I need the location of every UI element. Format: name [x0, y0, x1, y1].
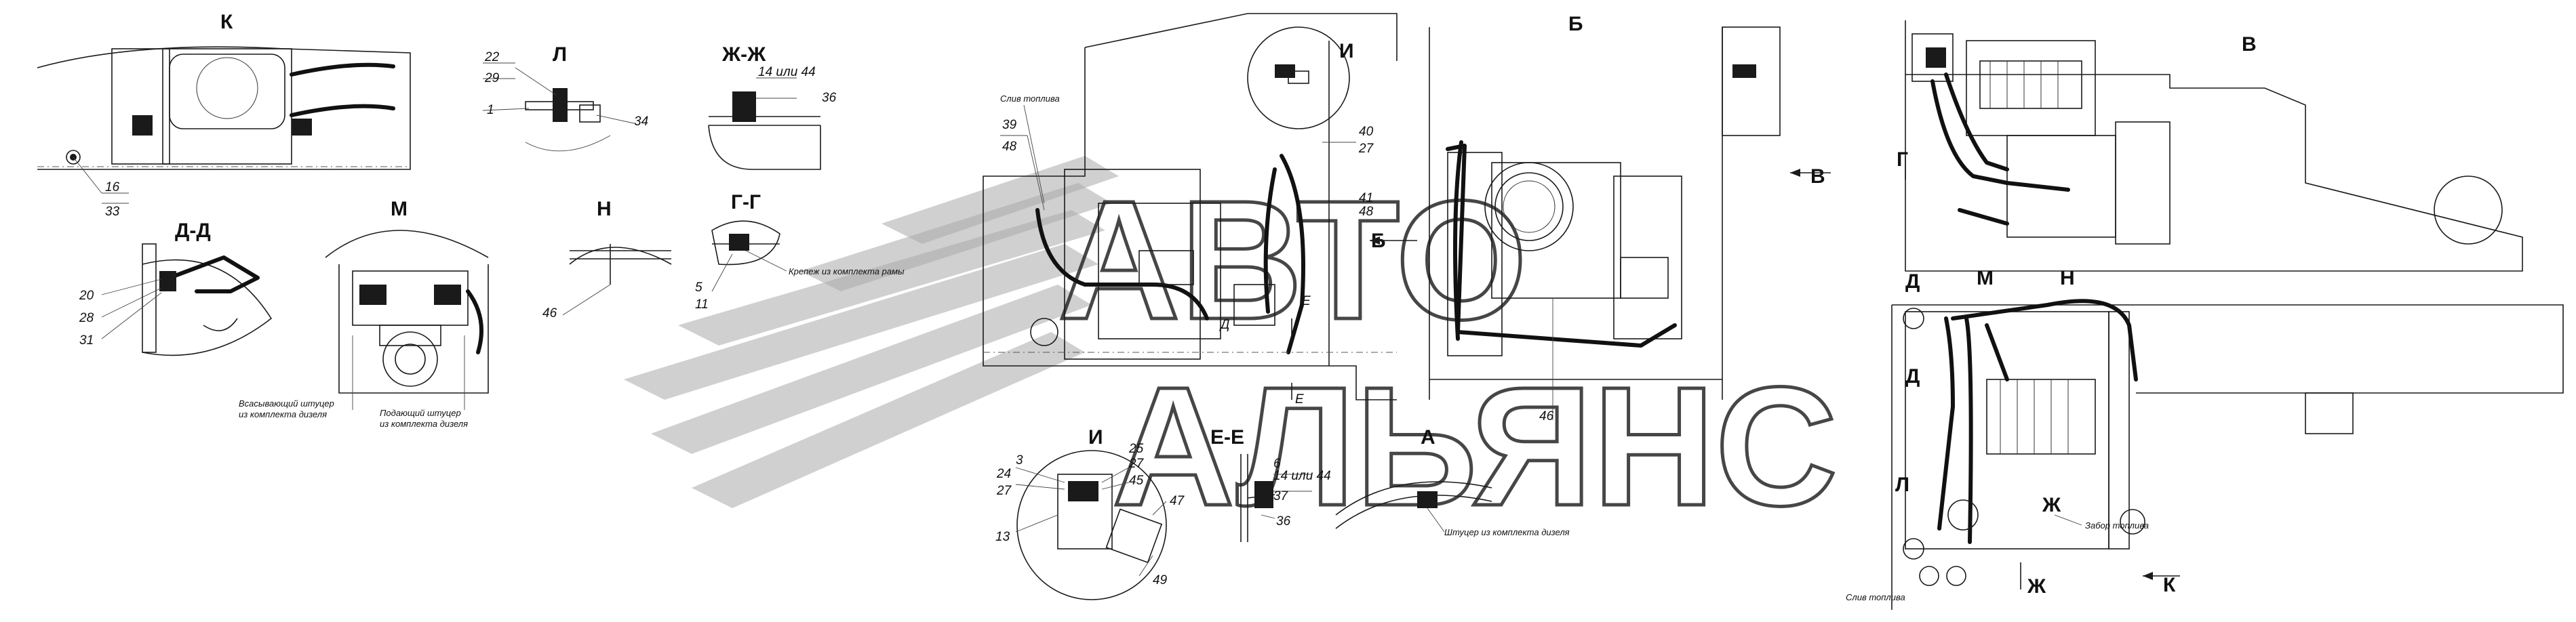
- view-v-title: В: [2242, 33, 2257, 56]
- marker-k: К: [2163, 574, 2176, 596]
- view-b: Б 46 Б В: [1370, 13, 1831, 423]
- marker-d1: Д: [1905, 270, 1920, 293]
- watermark-line1: АВТО: [1058, 165, 1528, 354]
- callout-24: 24: [996, 467, 1011, 481]
- marker-l: Л: [1895, 474, 1909, 496]
- callout-36: 36: [822, 91, 837, 105]
- callout-28: 28: [79, 311, 94, 325]
- callout-1: 1: [487, 103, 494, 117]
- callout-13: 13: [995, 530, 1010, 544]
- callout-48: 48: [1002, 140, 1017, 154]
- view-v: В Г: [1897, 20, 2523, 272]
- marker-dd: Д: [1219, 318, 1229, 332]
- marker-v: В: [1810, 165, 1825, 188]
- callout-25: 25: [1128, 442, 1144, 456]
- callout-11: 11: [695, 297, 709, 312]
- view-m-title: М: [391, 198, 408, 220]
- marker-e2: Е: [1295, 392, 1304, 407]
- callout-41: 41: [1359, 191, 1373, 205]
- marker-n: Н: [2060, 267, 2075, 289]
- view-b-title: Б: [1568, 13, 1583, 35]
- marker-zh2: Ж: [2027, 575, 2046, 598]
- callout-16: 16: [105, 180, 120, 194]
- callout-29: 29: [484, 71, 500, 85]
- caption-fuel-intake: Забор топлива: [2085, 520, 2149, 531]
- callout-14or44-b: 14 или 44: [1273, 469, 1331, 483]
- marker-zh1: Ж: [2042, 494, 2061, 516]
- marker-d2: Д: [1905, 365, 1920, 388]
- view-e-e: Е-Е 6 14 или 44 37 36: [1210, 426, 1331, 542]
- view-a-detail: А Штуцер из комплекта дизеля: [1335, 426, 1570, 537]
- view-l-title: Л: [553, 43, 567, 66]
- callout-36-b: 36: [1276, 514, 1291, 528]
- caption-diesel-fitting: Штуцер из комплекта дизеля: [1444, 527, 1570, 537]
- watermark: АВТО АЛЬЯНС: [624, 156, 1839, 543]
- callout-49: 49: [1153, 573, 1168, 587]
- callout-3: 3: [1016, 453, 1023, 468]
- caption-fuel-drain-b: Слив топлива: [1846, 592, 1905, 602]
- callout-20: 20: [79, 289, 94, 303]
- view-i-title: И: [1088, 426, 1103, 449]
- view-n: Н 46: [542, 198, 672, 320]
- caption-frame-mount: Крепеж из комплекта рамы: [789, 266, 905, 276]
- callout-46-b: 46: [1539, 409, 1554, 423]
- marker-e1: Е: [1302, 294, 1311, 308]
- callout-46: 46: [542, 306, 557, 320]
- callout-47: 47: [1170, 494, 1185, 508]
- view-zh-title: Ж-Ж: [721, 43, 766, 66]
- callout-39: 39: [1002, 118, 1017, 132]
- view-a-title: А: [1421, 426, 1435, 449]
- watermark-line2: АЛЬЯНС: [1112, 352, 1838, 541]
- callout-34: 34: [634, 115, 648, 129]
- marker-i: И: [1339, 40, 1354, 62]
- callout-45: 45: [1129, 474, 1144, 488]
- callout-27-i: 27: [1128, 457, 1145, 471]
- callout-27: 27: [996, 484, 1012, 498]
- callout-27-side: 27: [1358, 142, 1374, 156]
- main-side-view: Слив топлива 39 48 40 27 41 48 Д Е Е: [983, 13, 1398, 407]
- callout-37: 37: [1273, 489, 1289, 503]
- view-dd-title: Д-Д: [175, 220, 211, 242]
- view-k: К 16 33: [37, 11, 411, 219]
- callout-14or44: 14 или 44: [758, 65, 816, 79]
- callout-31: 31: [79, 333, 94, 348]
- view-gg-title: Г-Г: [731, 191, 761, 213]
- view-i-detail: И 3 24 27 13 25 27 45 47 49: [995, 426, 1185, 600]
- view-d-d: Д-Д 20 28 31: [79, 220, 273, 356]
- view-g-g: Г-Г Крепеж из комплекта рамы 5 11: [695, 191, 905, 312]
- callout-6: 6: [1273, 457, 1281, 471]
- callout-22: 22: [484, 50, 500, 64]
- marker-m: М: [1977, 267, 1994, 289]
- view-ee-title: Е-Е: [1210, 426, 1244, 449]
- view-n-title: Н: [597, 198, 612, 220]
- callout-48-b: 48: [1359, 205, 1374, 219]
- callout-circle-i: И: [1247, 26, 1354, 129]
- view-zh-zh: Ж-Ж 14 или 44 36: [708, 43, 837, 170]
- callout-5: 5: [695, 281, 702, 295]
- view-plan: Д Д М Н Л Ж Ж Забор топлива Слив топлива…: [1846, 267, 2564, 610]
- view-k-title: К: [220, 11, 233, 33]
- caption-fuel-drain: Слив топлива: [1000, 94, 1060, 104]
- marker-g: Г: [1897, 148, 1908, 171]
- view-l: Л 22 29 1 34: [482, 43, 648, 152]
- callout-40: 40: [1359, 125, 1374, 139]
- callout-33: 33: [105, 205, 120, 219]
